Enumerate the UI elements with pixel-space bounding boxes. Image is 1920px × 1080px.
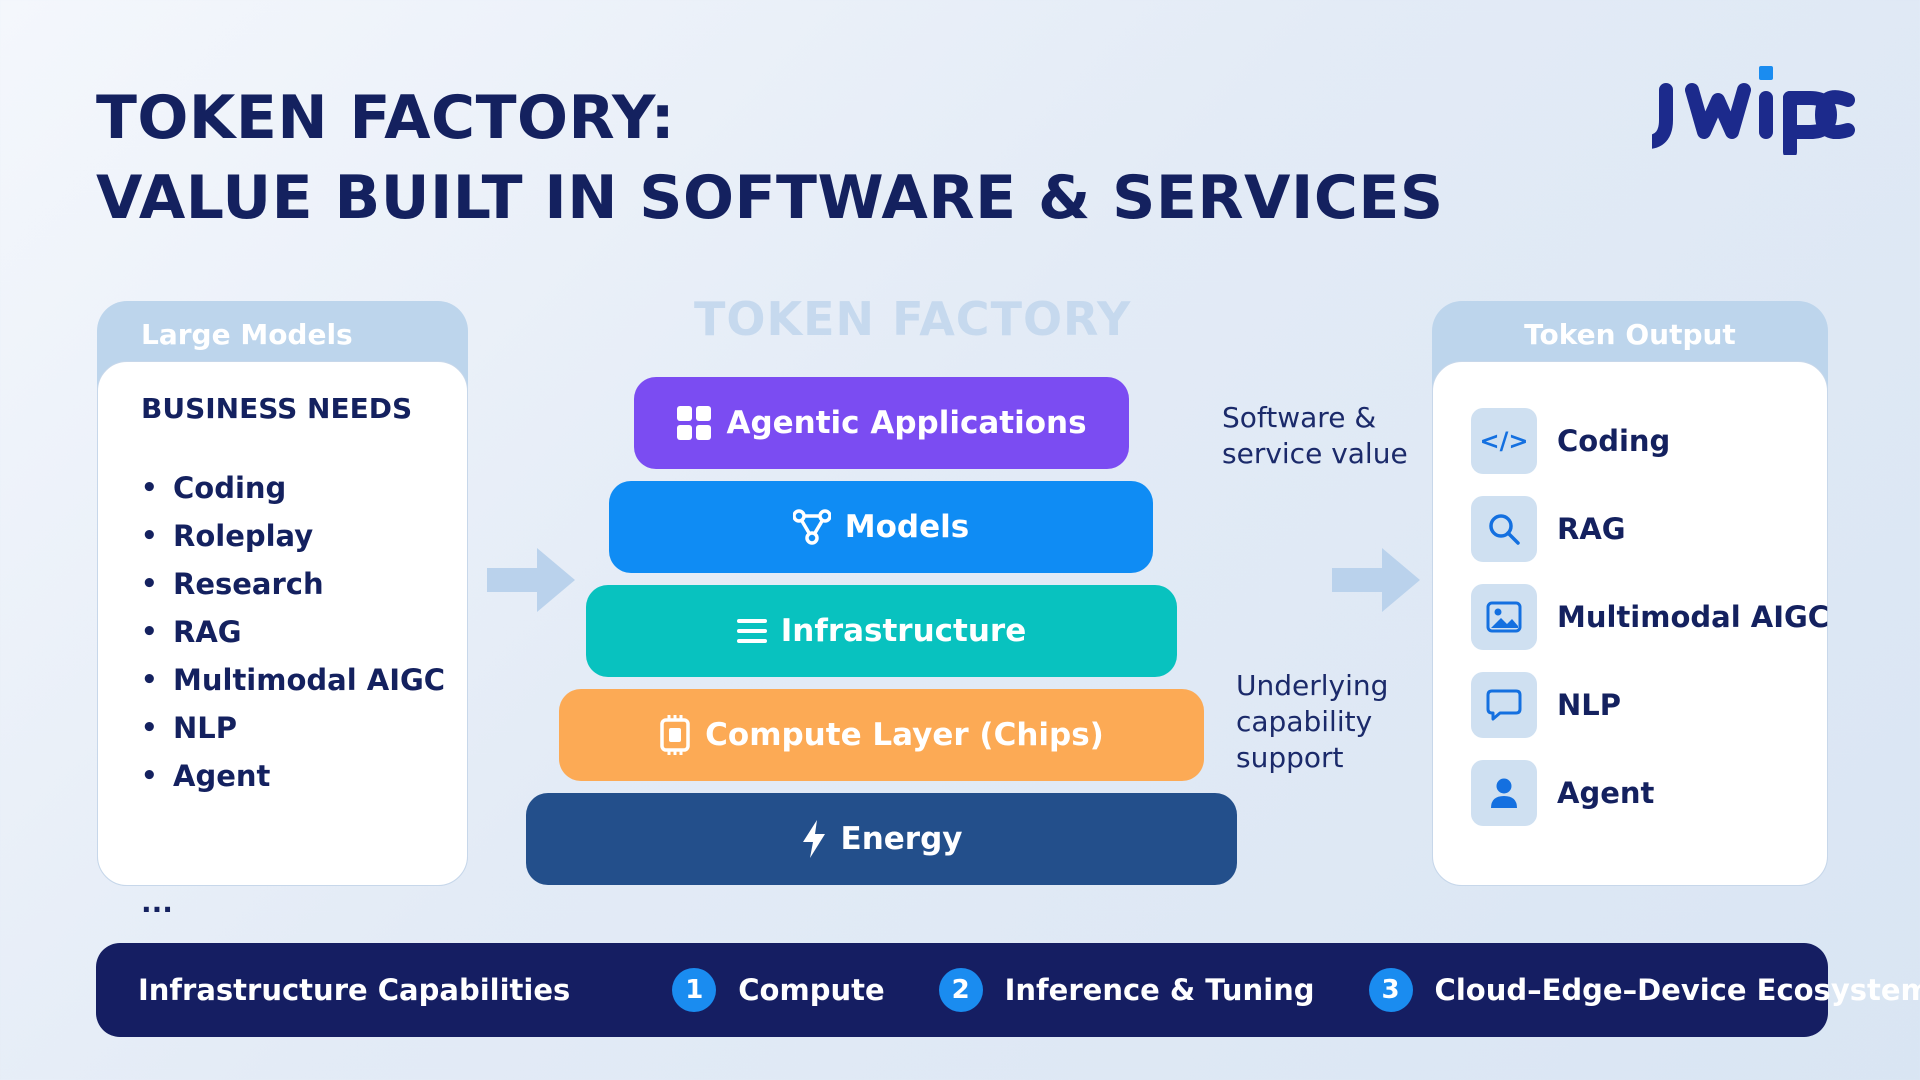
capability-compute: 1 Compute [672, 968, 885, 1012]
list-item: •Roleplay [141, 519, 314, 553]
output-label: NLP [1557, 688, 1622, 722]
apps-grid-icon [677, 406, 712, 440]
list-item: •Research [141, 567, 324, 601]
chat-bubble-icon [1471, 672, 1537, 738]
search-icon [1471, 496, 1537, 562]
layer-label: Compute Layer (Chips) [705, 717, 1104, 753]
jwipc-logo: jwipc [1652, 66, 1855, 155]
person-icon [1471, 760, 1537, 826]
output-item-multimodal-aigc: Multimodal AIGC [1471, 584, 1829, 650]
capability-label: Compute [738, 973, 885, 1007]
list-item: •Multimodal AIGC [141, 663, 446, 697]
chip-icon [660, 715, 690, 755]
token-output-panel: Token Output </> Coding RAG Multimodal A… [1432, 301, 1829, 886]
capability-cloud-edge-device: 3 Cloud–Edge–Device Ecosystem [1368, 968, 1920, 1012]
stack-lines-icon [736, 619, 767, 643]
list-item: •Agent [141, 759, 271, 793]
underlying-capability-note: Underlying capability support [1236, 669, 1389, 774]
list-item: •RAG [141, 615, 242, 649]
business-needs-card: BUSINESS NEEDS •Coding •Roleplay •Resear… [97, 361, 468, 919]
arrow-right-icon [487, 548, 575, 612]
output-item-rag: RAG [1471, 496, 1626, 562]
title-line-1: TOKEN FACTORY: [96, 83, 676, 153]
layer-compute-chips: Compute Layer (Chips) [559, 689, 1204, 781]
output-item-nlp: NLP [1471, 672, 1621, 738]
output-label: Agent [1557, 776, 1655, 810]
infrastructure-capabilities-title: Infrastructure Capabilities [138, 973, 571, 1007]
arrow-right-icon [1332, 548, 1420, 612]
network-nodes-icon [792, 509, 831, 545]
list-item: •NLP [141, 711, 238, 745]
title-line-2: VALUE BUILT IN SOFTWARE & SERVICES [96, 163, 1444, 233]
output-item-agent: Agent [1471, 760, 1654, 826]
infrastructure-capabilities-bar: Infrastructure Capabilities 1 Compute 2 … [96, 943, 1920, 1037]
more-ellipsis: ... [141, 886, 173, 919]
layer-label: Infrastructure [780, 613, 1027, 649]
layer-models: Models [609, 481, 1153, 573]
number-badge: 1 [672, 968, 717, 1012]
large-models-title: Large Models [141, 318, 353, 351]
layer-infrastructure: Infrastructure [586, 585, 1177, 677]
output-label: Coding [1557, 424, 1671, 458]
capability-label: Inference & Tuning [1004, 973, 1315, 1007]
layer-agentic-applications: Agentic Applications [634, 377, 1129, 469]
lightning-icon [802, 820, 825, 858]
business-needs-list: •Coding •Roleplay •Research •RAG •Multim… [141, 468, 445, 804]
token-factory-label: TOKEN FACTORY [694, 292, 1132, 346]
page-title: TOKEN FACTORY: VALUE BUILT IN SOFTWARE &… [96, 78, 1444, 238]
capability-inference-tuning: 2 Inference & Tuning [938, 968, 1315, 1012]
code-icon: </> [1471, 408, 1537, 474]
output-item-coding: </> Coding [1471, 408, 1670, 474]
layer-label: Models [844, 509, 970, 545]
token-output-card: </> Coding RAG Multimodal AIGC NLP Age [1432, 361, 1829, 886]
large-models-panel: Large Models BUSINESS NEEDS •Coding •Rol… [97, 301, 468, 919]
list-item: •Coding [141, 471, 287, 505]
image-icon [1471, 584, 1537, 650]
output-label: RAG [1557, 512, 1626, 546]
output-label: Multimodal AIGC [1557, 600, 1830, 634]
software-service-value-note: Software & service value [1222, 401, 1408, 470]
number-badge: 3 [1368, 968, 1413, 1012]
business-needs-heading: BUSINESS NEEDS [141, 392, 413, 425]
layer-label: Energy [840, 821, 963, 857]
token-output-title: Token Output [1524, 318, 1736, 351]
capability-label: Cloud–Edge–Device Ecosystem [1434, 973, 1920, 1007]
layer-energy: Energy [526, 793, 1237, 885]
number-badge: 2 [938, 968, 983, 1012]
layer-label: Agentic Applications [726, 405, 1087, 441]
